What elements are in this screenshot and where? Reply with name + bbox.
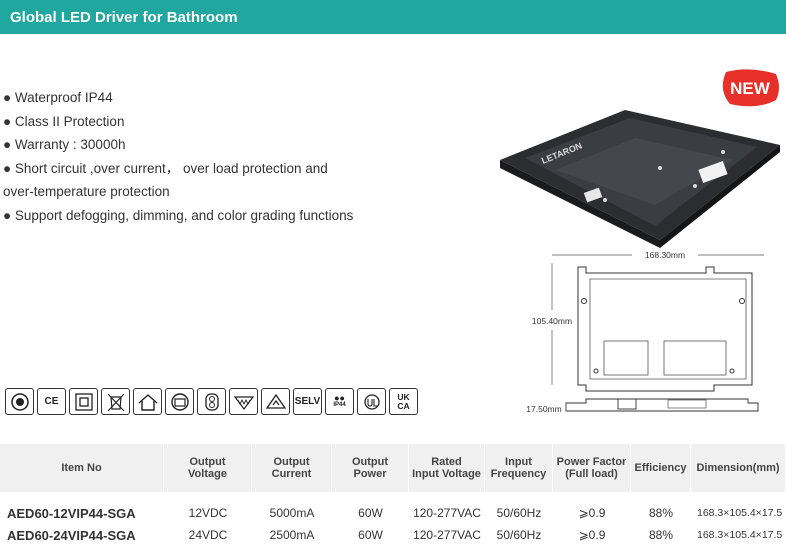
ul-mark-icon: [357, 388, 386, 415]
cell-item-no: AED60-12VIP44-SGA: [7, 505, 136, 521]
cell-dimension: 168.3×105.4×17.5: [697, 507, 783, 519]
table-row: AED60-24VIP44-SGA 24VDC 2500mA 60W 120-2…: [0, 524, 786, 546]
feature-item: ● Short circuit ,over current， over load…: [3, 160, 328, 176]
safety-transformer-icon: [197, 388, 226, 415]
cell-output-current: 5000mA: [269, 506, 315, 520]
cell-power-factor: ⩾0.9: [578, 528, 606, 542]
tuv-mark-icon: [5, 388, 34, 415]
weee-bin-icon: [101, 388, 130, 415]
dimension-drawing: 168.30mm 105.40mm 17.50mm: [526, 250, 764, 414]
cell-input-frequency: 50/60Hz: [496, 528, 542, 542]
feature-item: ● Support defogging, dimming, and color …: [3, 207, 354, 223]
cell-efficiency: 88%: [648, 528, 674, 542]
ip44-icon: ●●IP44: [325, 388, 354, 415]
column-header: Item No: [0, 444, 164, 492]
cell-input-frequency: 50/60Hz: [496, 506, 542, 520]
class-ii-icon: [69, 388, 98, 415]
new-badge: NEW: [722, 69, 779, 107]
cell-output-power: 60W: [358, 528, 383, 542]
mm-mark-icon: [229, 388, 258, 415]
cell-input-voltage: 120-277VAC: [413, 506, 481, 520]
column-header: Efficiency: [631, 444, 691, 492]
ce-mark-icon: CE: [37, 388, 66, 415]
depth-dimension-label: 17.50mm: [526, 404, 561, 414]
feature-list: ● Waterproof IP44 ● Class II Protection …: [3, 86, 423, 227]
cell-output-voltage: 12VDC: [188, 506, 228, 520]
height-dimension-label: 105.40mm: [532, 316, 572, 326]
rcm-mark-icon: [261, 388, 290, 415]
cell-output-voltage: 24VDC: [188, 528, 228, 542]
cell-efficiency: 88%: [648, 506, 674, 520]
page-title: Global LED Driver for Bathroom: [10, 8, 238, 26]
table-row: AED60-12VIP44-SGA 12VDC 5000mA 60W 120-2…: [0, 502, 786, 524]
certification-icons: CE SELV ●●IP44 UK CA: [5, 388, 418, 415]
selv-mark-icon: SELV: [293, 388, 322, 415]
cell-output-power: 60W: [358, 506, 383, 520]
indoor-use-icon: [133, 388, 162, 415]
width-dimension-label: 168.30mm: [645, 250, 685, 260]
product-image: LETARON: [500, 110, 780, 248]
column-header: Power Factor(Full load): [553, 444, 631, 492]
title-bar: Global LED Driver for Bathroom: [0, 0, 786, 34]
column-header: Dimension(mm): [691, 444, 786, 492]
ukca-mark-icon: UK CA: [389, 388, 418, 415]
cell-power-factor: ⩾0.9: [578, 506, 606, 520]
feature-item: ● Waterproof IP44: [3, 90, 113, 105]
feature-item: ● Warranty : 30000h: [3, 137, 126, 152]
cell-input-voltage: 120-277VAC: [413, 528, 481, 542]
new-badge-label: NEW: [730, 79, 771, 98]
feature-item: over-temperature protection: [3, 184, 170, 199]
feature-item: ● Class II Protection: [3, 113, 125, 129]
cell-item-no: AED60-24VIP44-SGA: [7, 527, 136, 543]
independent-ballast-icon: [165, 388, 194, 415]
cell-output-current: 2500mA: [269, 528, 315, 542]
cell-dimension: 168.3×105.4×17.5: [697, 529, 783, 541]
